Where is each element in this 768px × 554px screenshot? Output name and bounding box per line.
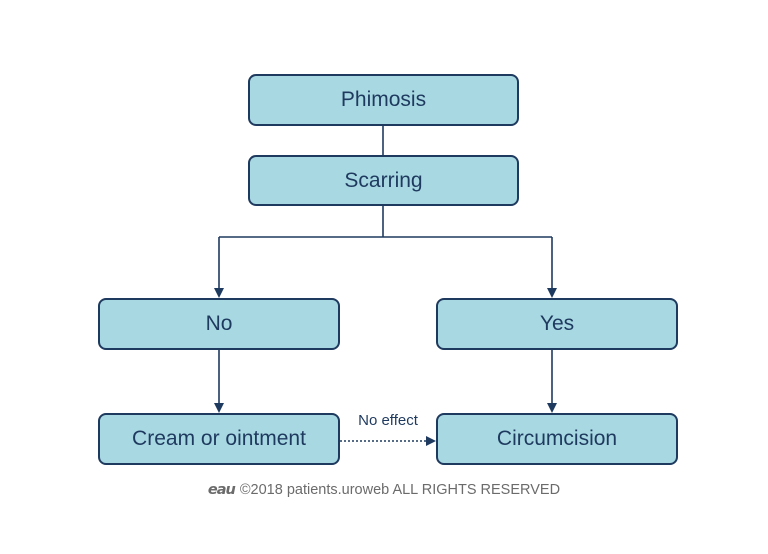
node-scarring-label: Scarring [344,168,423,192]
copyright-footer: eau ©2018 patients.uroweb ALL RIGHTS RES… [0,482,768,498]
node-no: No [98,298,340,350]
eau-logo: eau [207,482,236,498]
node-cream-or-ointment: Cream or ointment [98,413,340,465]
node-cream-label: Cream or ointment [132,427,306,450]
node-yes-label: Yes [539,312,575,335]
node-yes: Yes [436,298,678,350]
node-no-label: No [205,312,233,335]
node-circumcision-label: Circumcision [496,427,618,450]
node-phimosis: Phimosis [248,74,519,126]
node-phimosis-label: Phimosis [340,88,427,111]
no-effect-label: No effect [358,412,418,429]
node-circumcision: Circumcision [436,413,678,465]
node-scarring: Scarring [248,155,519,206]
copyright-text: ©2018 patients.uroweb ALL RIGHTS RESERVE… [239,482,561,498]
